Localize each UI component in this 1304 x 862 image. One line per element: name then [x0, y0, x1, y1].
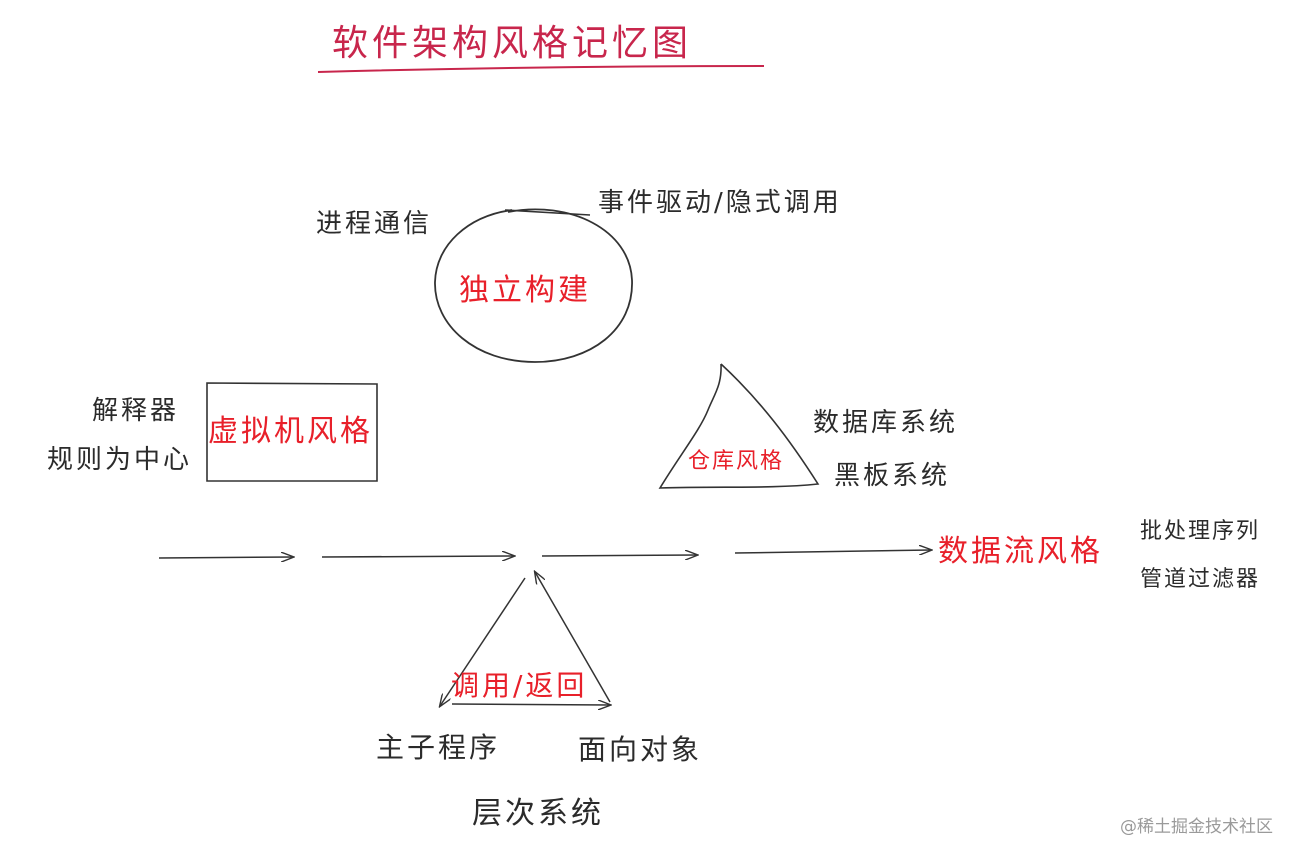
call-return-note-left: 主子程序: [376, 731, 501, 764]
flow-arrow-2: [321, 556, 514, 557]
flow-arrow-3: [541, 555, 697, 556]
call-return-note-bottom: 层次系统: [472, 796, 604, 831]
virtual-machine-note-2: 规则为中心: [47, 445, 193, 475]
cycle-arrow-right: [451, 704, 610, 705]
cycle-arrow-down: [440, 577, 526, 706]
independent-right-note: 事件驱动/隐式调用: [598, 188, 842, 218]
call-return-note-right: 面向对象: [578, 733, 703, 766]
data-flow-label: 数据流风格: [938, 534, 1103, 569]
independent-label: 独立构建: [459, 273, 591, 308]
independent-ellipse: [434, 208, 633, 363]
repository-label: 仓库风格: [688, 449, 785, 474]
repository-triangle: [658, 363, 820, 489]
independent-left-note: 进程通信: [316, 209, 433, 239]
watermark: @稀土掘金技术社区: [1120, 817, 1273, 837]
repository-note-2: 黑板系统: [834, 461, 951, 491]
data-flow-note-1: 批处理序列: [1140, 519, 1261, 544]
virtual-machine-box: [206, 382, 378, 482]
flow-arrow-4: [734, 550, 931, 553]
call-return-label: 调用/返回: [451, 669, 588, 702]
virtual-machine-label: 虚拟机风格: [208, 414, 373, 449]
cycle-arrow-up: [535, 572, 611, 703]
flow-arrow-1: [158, 557, 293, 558]
ellipse-tangent-line: [504, 209, 591, 216]
virtual-machine-note-1: 解释器: [92, 396, 180, 426]
title-underline: [317, 65, 765, 73]
diagram-title: 软件架构风格记忆图: [332, 23, 693, 64]
data-flow-note-2: 管道过滤器: [1140, 567, 1261, 592]
repository-note-1: 数据库系统: [813, 408, 959, 438]
